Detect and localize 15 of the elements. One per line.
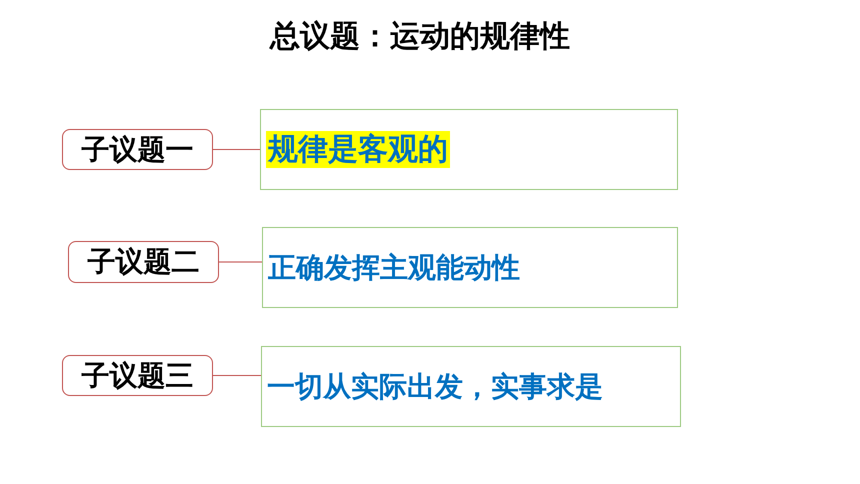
subtopic-box [62,129,213,170]
subtopic-label: 子议题二 [88,248,200,276]
content-box [262,227,678,308]
connector-line [212,375,262,376]
title: 总议题：运动的规律性 [268,18,571,56]
content-box [261,346,681,427]
content-box [260,109,678,190]
topic-text: 规律是客观的 [266,130,450,168]
subtopic-box [62,355,213,396]
topic-text: 正确发挥主观能动性 [268,250,520,285]
subtopic-label: 子议题一 [82,136,194,164]
subtopic-label: 子议题三 [82,362,194,390]
connector-line [212,149,260,150]
topic-text: 一切从实际出发，实事求是 [267,369,603,404]
subtopic-box [68,241,219,283]
